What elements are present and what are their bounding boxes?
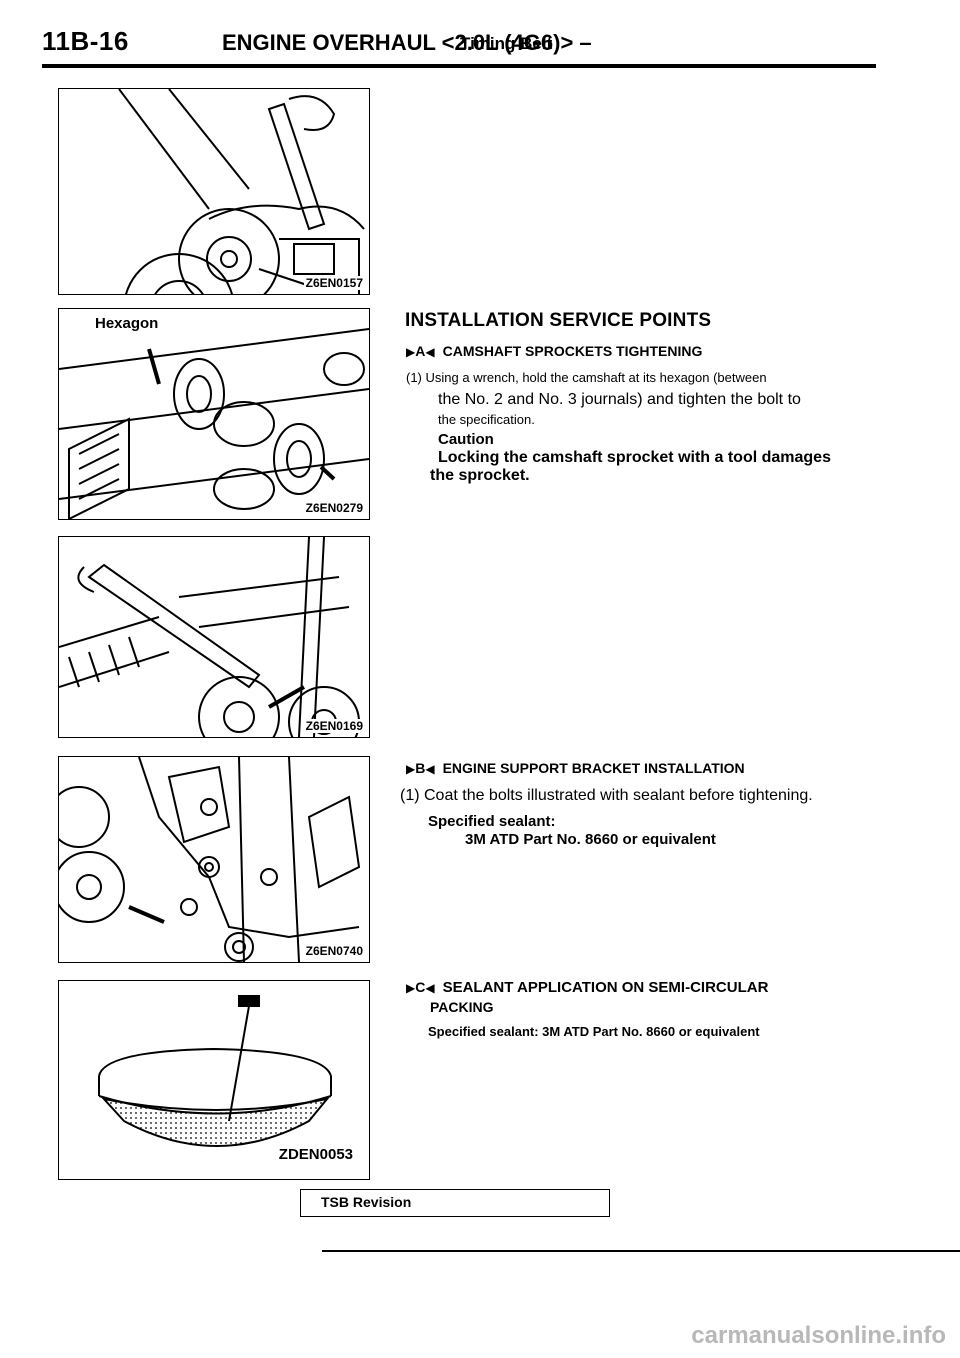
sealant-label-b: Specified sealant:: [428, 813, 556, 830]
step-a-line2: the No. 2 and No. 3 journals) and tighte…: [438, 391, 801, 408]
marker-a: ▶A◀: [406, 343, 435, 359]
service-point-c-title: ▶C◀SEALANT APPLICATION ON SEMI-CIRCULAR: [406, 979, 769, 996]
figure-semi-circular-packing: ZDEN0053: [58, 980, 370, 1180]
section-heading: INSTALLATION SERVICE POINTS: [405, 310, 712, 331]
header-rule: [42, 64, 876, 68]
figure-code: Z6EN0169: [303, 719, 365, 733]
illustration-2: [59, 328, 369, 519]
illustration-4: [59, 757, 361, 962]
service-point-a-title: ▶A◀CAMSHAFT SPROCKETS TIGHTENING: [406, 343, 703, 359]
illustration-1: [118, 89, 365, 294]
figure-wrench-on-sprocket: Z6EN0169: [58, 536, 370, 738]
figure-wrench-on-camshaft: Z6EN0157: [58, 88, 370, 295]
marker-c: ▶C◀: [406, 979, 435, 995]
step-a-line3: the specification.: [438, 412, 535, 427]
tsb-revision-box: TSB Revision: [300, 1189, 610, 1217]
tsb-revision-label: TSB Revision: [321, 1194, 412, 1210]
figure-code: ZDEN0053: [276, 1146, 355, 1163]
illustration-5: [98, 995, 332, 1147]
page-number: 11B-16: [42, 26, 129, 56]
step-a-line1: (1) Using a wrench, hold the camshaft at…: [406, 370, 767, 385]
marker-b: ▶B◀: [406, 760, 435, 776]
figure-code: Z6EN0279: [303, 501, 365, 515]
page-title: ENGINE OVERHAUL <2.0L (4G6)> –: [222, 30, 592, 55]
hexagon-callout: Hexagon: [92, 315, 162, 332]
footer-rule: [322, 1250, 960, 1252]
watermark: carmanualsonline.info: [691, 1322, 946, 1349]
figure-code: Z6EN0157: [303, 276, 365, 290]
step-b: (1) Coat the bolts illustrated with seal…: [400, 787, 813, 804]
sealant-c: Specified sealant: 3M ATD Part No. 8660 …: [428, 1024, 760, 1039]
figure-code: Z6EN0740: [303, 944, 365, 958]
sealant-value-b: 3M ATD Part No. 8660 or equivalent: [465, 831, 716, 848]
figure-support-bracket: Z6EN0740: [58, 756, 370, 963]
figure-camshaft-hexagon: Hexagon Z6EN0279: [58, 308, 370, 520]
illustration-3: [59, 537, 360, 737]
caution-label: Caution: [438, 431, 494, 448]
caution-line1: Locking the camshaft sprocket with a too…: [438, 449, 831, 466]
service-point-b-title: ▶B◀ENGINE SUPPORT BRACKET INSTALLATION: [406, 760, 745, 776]
page-subtitle: Timing Belt: [460, 34, 553, 53]
caution-line2: the sprocket.: [430, 467, 530, 484]
service-point-c-title-line2: PACKING: [430, 999, 494, 1015]
